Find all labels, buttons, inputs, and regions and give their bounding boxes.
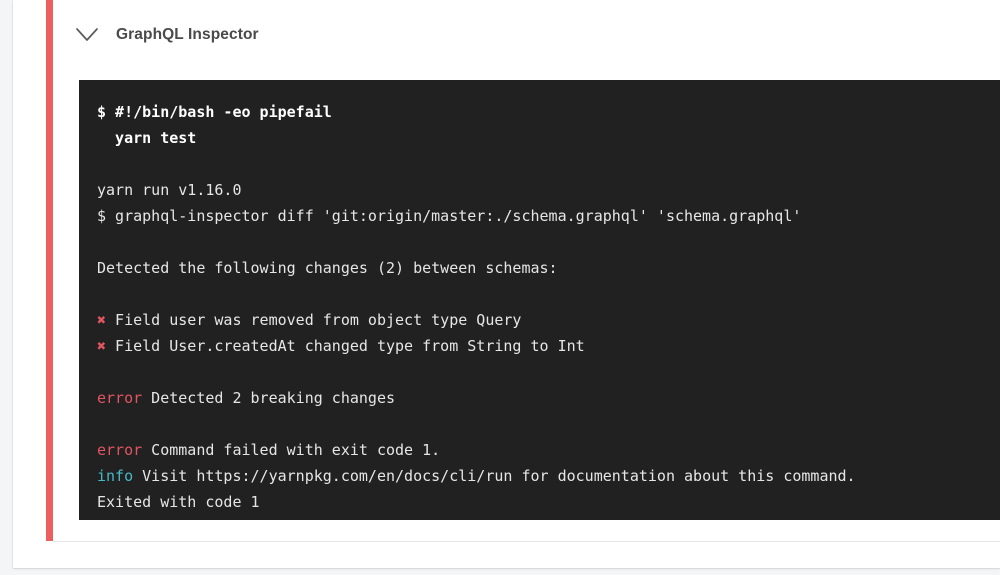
console-text: yarn test xyxy=(97,129,197,147)
build-step-card: GraphQL Inspector $ #!/bin/bash -eo pipe… xyxy=(13,0,1000,568)
console-line: $ graphql-inspector diff 'git:origin/mas… xyxy=(97,203,1000,229)
console-text: ✖ xyxy=(97,337,107,355)
console-blank-line xyxy=(97,411,1000,437)
console-line: Detected the following changes (2) betwe… xyxy=(97,255,1000,281)
console-line: Exited with code 1 xyxy=(97,489,1000,515)
console-blank-line xyxy=(97,229,1000,255)
console-text: $ #!/bin/bash -eo pipefail xyxy=(97,103,332,121)
console-text: Visit https://yarnpkg.com/en/docs/cli/ru… xyxy=(133,467,856,485)
console-text: error xyxy=(97,389,143,407)
console-line: error Command failed with exit code 1. xyxy=(97,437,1000,463)
console-text: yarn run v1.16.0 xyxy=(97,181,242,199)
console-text: Command failed with exit code 1. xyxy=(142,441,441,459)
step-title: GraphQL Inspector xyxy=(116,25,259,43)
console-line: ✖ Field User.createdAt changed type from… xyxy=(97,333,1000,359)
card-footer xyxy=(13,542,1000,568)
console-text: $ graphql-inspector diff 'git:origin/mas… xyxy=(97,207,802,225)
console-line: yarn test xyxy=(97,125,1000,151)
console-blank-line xyxy=(97,359,1000,385)
console-line: yarn run v1.16.0 xyxy=(97,177,1000,203)
console-line: ✖ Field user was removed from object typ… xyxy=(97,307,1000,333)
step-header[interactable]: GraphQL Inspector xyxy=(53,0,1000,69)
console-line: error Detected 2 breaking changes xyxy=(97,385,1000,411)
console-output[interactable]: $ #!/bin/bash -eo pipefail yarn test yar… xyxy=(79,80,1000,520)
status-accent-bar xyxy=(46,0,53,541)
console-line: $ #!/bin/bash -eo pipefail xyxy=(97,99,1000,125)
console-text: ✖ xyxy=(97,311,107,329)
console-text: Field user was removed from object type … xyxy=(106,311,522,329)
console-text: info xyxy=(97,467,134,485)
console-line: info Visit https://yarnpkg.com/en/docs/c… xyxy=(97,463,1000,489)
console-text: Detected the following changes (2) betwe… xyxy=(97,259,558,277)
step-separator xyxy=(53,541,1000,542)
console-text: Exited with code 1 xyxy=(97,493,260,511)
console-text: Field User.createdAt changed type from S… xyxy=(106,337,585,355)
chevron-down-icon[interactable] xyxy=(74,22,100,48)
console-text: Detected 2 breaking changes xyxy=(142,389,396,407)
console-text: error xyxy=(97,441,143,459)
console-blank-line xyxy=(97,151,1000,177)
console-lines: $ #!/bin/bash -eo pipefail yarn test yar… xyxy=(97,99,1000,515)
console-blank-line xyxy=(97,281,1000,307)
